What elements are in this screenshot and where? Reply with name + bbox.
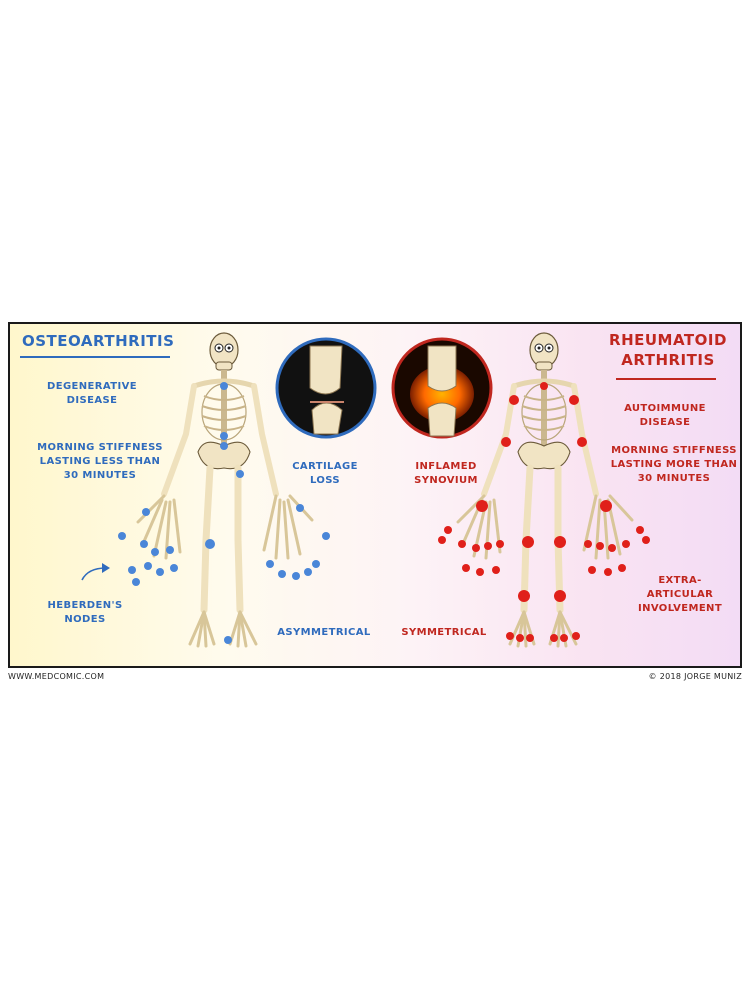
rheum-joint-markers [438, 382, 650, 642]
infographic-panel: Osteoarthritis DegenerativeDisease Morni… [8, 322, 742, 668]
heberdens-nodes-label: Heberden'sNodes [47, 600, 123, 625]
skeleton-illustrations [81, 324, 650, 668]
osteo-joint-markers [118, 382, 330, 644]
inflamed-synovium-knee-icon [391, 337, 493, 439]
osteoarthritis-title-underline [20, 356, 170, 358]
rheum-morning-stiffness-label: Morning StiffnessLasting more than30 min… [610, 445, 738, 484]
osteo-morning-stiffness-label: Morning StiffnessLasting less than30 min… [37, 442, 163, 481]
cartilage-loss-knee-icon [275, 337, 377, 439]
asymmetrical-label: Asymmetrical [277, 627, 371, 638]
osteoarthritis-title: Osteoarthritis [22, 332, 175, 350]
symmetrical-label: Symmetrical [401, 627, 487, 638]
rheumatoid-arthritis-title: RheumatoidArthritis [609, 331, 727, 369]
cartilage-loss-label: CartilageLoss [292, 461, 358, 486]
footer-site: www.medcomic.com [8, 672, 105, 681]
inflamed-synovium-label: InflamedSynovium [414, 461, 478, 486]
extra-articular-label: Extra-articularinvolvement [637, 575, 723, 614]
degenerative-disease-label: DegenerativeDisease [47, 381, 137, 406]
rheumatoid-title-underline [616, 378, 716, 380]
heberden-arrowhead-icon [102, 563, 110, 573]
footer-copyright: © 2018 Jorge Muniz [648, 672, 742, 681]
autoimmune-disease-label: AutoimmuneDisease [624, 403, 706, 428]
